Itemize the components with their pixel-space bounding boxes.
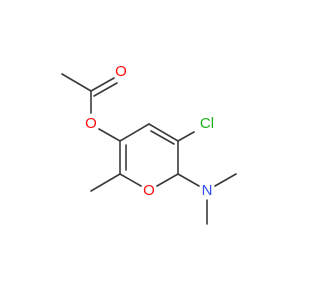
- carbonyl-oxygen-label: O: [115, 63, 127, 80]
- bond-carbonyl-double-1: [90, 77, 115, 92]
- bond-c4-c3-inner: [150, 130, 175, 145]
- bond-c3-cl: [177, 131, 195, 142]
- bond-c5-c4: [119, 123, 150, 142]
- molecule-diagram: O O Cl O N: [61, 63, 237, 225]
- chlorine-label: Cl: [200, 115, 214, 132]
- bond-n-methyl-1: [214, 173, 237, 187]
- bond-c2-ringO: [156, 173, 179, 187]
- structure-drawing: O O Cl O N: [61, 63, 237, 225]
- bond-ringO-c6: [119, 173, 142, 187]
- bond-c4-c3-outer: [148, 123, 179, 142]
- bond-c2-n: [177, 173, 200, 187]
- nitrogen-label: N: [202, 182, 213, 199]
- bond-carbonyl-double-2: [93, 82, 118, 97]
- bond-methyl-carbonyl: [61, 73, 92, 92]
- bond-c6-methyl: [90, 173, 121, 192]
- ester-oxygen-label: O: [85, 115, 97, 132]
- atom-labels: O O Cl O N: [85, 63, 214, 199]
- bonds: [61, 73, 237, 225]
- bond-esterO-ring: [98, 128, 121, 142]
- ring-oxygen-label: O: [143, 182, 155, 199]
